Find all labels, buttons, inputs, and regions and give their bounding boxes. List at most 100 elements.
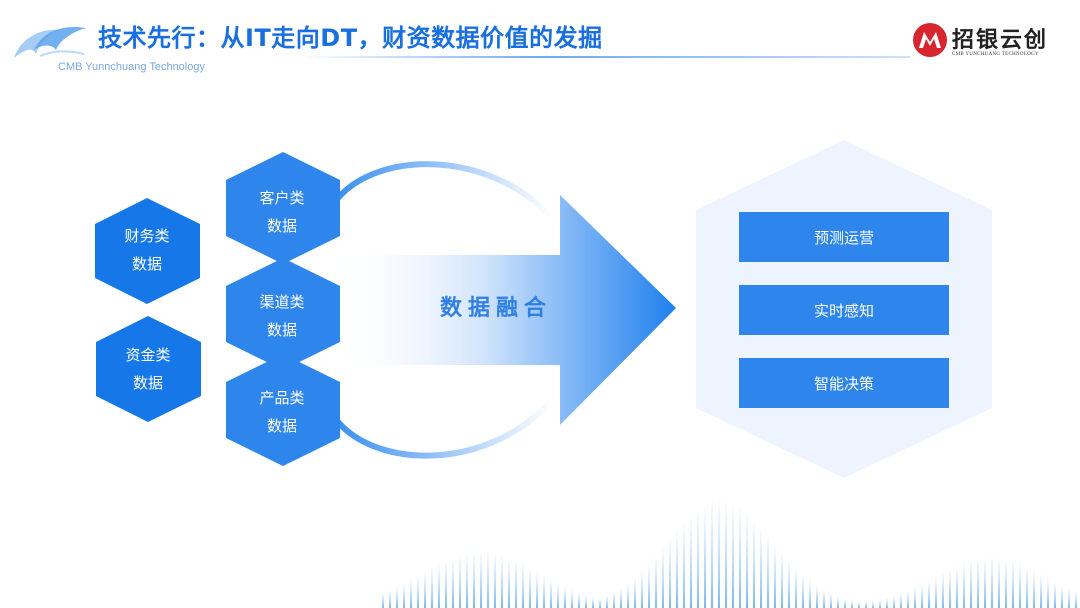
sound-bar	[739, 503, 741, 608]
cmb-logo-icon	[913, 23, 947, 57]
sound-bar	[403, 582, 405, 608]
sound-bar	[844, 598, 846, 608]
sound-bar	[634, 576, 636, 608]
sound-bar	[508, 556, 510, 608]
sound-bar	[1026, 565, 1028, 608]
top-arc	[335, 161, 555, 221]
sound-bar	[613, 591, 615, 608]
hex-channel	[226, 258, 340, 370]
sound-bar	[858, 601, 860, 608]
brand-logo: 招银云创 CMB YUNCHUANG TECHNOLOGY	[912, 22, 1062, 62]
sound-bar	[886, 598, 888, 608]
sound-bar	[970, 558, 972, 608]
sound-bar	[823, 589, 825, 608]
sound-bar	[956, 564, 958, 608]
sound-bar	[683, 520, 685, 608]
sound-bar	[515, 559, 517, 608]
sound-bar	[753, 516, 755, 608]
hex-finance	[95, 198, 200, 304]
sound-bar	[893, 595, 895, 608]
sound-bar	[760, 524, 762, 608]
sound-bar	[606, 594, 608, 608]
output-realtime-perception: 实时感知	[739, 285, 949, 335]
sound-bar	[732, 499, 734, 608]
sound-bar	[935, 576, 937, 608]
sound-bar	[1033, 569, 1035, 608]
sound-bar	[907, 590, 909, 608]
sound-bar	[494, 551, 496, 608]
sound-bar	[543, 575, 545, 608]
sound-bar	[1061, 585, 1063, 608]
sound-bar	[697, 506, 699, 608]
sound-bar	[851, 600, 853, 608]
dolphin-logo-icon	[14, 26, 86, 58]
hex-product	[226, 354, 340, 466]
sound-bar	[564, 586, 566, 608]
sound-bar	[1005, 557, 1007, 608]
sound-bar	[676, 529, 678, 608]
sound-bar	[585, 594, 587, 608]
hex-capital	[96, 316, 201, 422]
sound-bar	[767, 532, 769, 608]
sound-bar	[620, 587, 622, 608]
sound-bar	[382, 592, 384, 608]
sound-bar	[998, 555, 1000, 608]
bottom-arc	[335, 397, 555, 459]
output-smart-decision: 智能决策	[739, 358, 949, 408]
hex-customer-label: 客户类 数据	[259, 189, 305, 235]
sound-bar	[788, 558, 790, 608]
sound-bar	[669, 537, 671, 608]
hex-customer	[226, 152, 340, 264]
sound-bar	[571, 589, 573, 608]
sound-bar	[473, 550, 475, 608]
sound-bar	[1012, 559, 1014, 608]
sound-bar	[452, 556, 454, 608]
sound-bar	[641, 570, 643, 608]
sound-bar	[718, 497, 720, 608]
sound-bar	[459, 553, 461, 608]
output-forecast-operation: 预测运营	[739, 212, 949, 262]
sound-bar	[578, 592, 580, 608]
sound-bar	[781, 550, 783, 608]
sound-bar	[774, 541, 776, 608]
sound-bar	[690, 513, 692, 608]
sound-bar	[865, 601, 867, 608]
sound-bar	[795, 566, 797, 608]
sound-bar	[501, 553, 503, 608]
decorative-sound-bars	[382, 497, 1077, 608]
hex-channel-label: 渠道类 数据	[259, 293, 305, 339]
fusion-arrow	[330, 195, 676, 425]
sound-bar	[942, 572, 944, 608]
sound-bar	[522, 562, 524, 608]
sound-bar	[809, 579, 811, 608]
sound-bar	[1054, 581, 1056, 608]
sound-bar	[550, 578, 552, 608]
sound-bar	[536, 570, 538, 608]
sound-bar	[914, 587, 916, 608]
brand-name: 招银云创	[952, 27, 1049, 53]
sound-bar	[487, 550, 489, 608]
sound-bar	[557, 582, 559, 608]
hex-finance-label: 财务类 数据	[124, 227, 170, 273]
sound-bar	[949, 568, 951, 608]
sound-bar	[431, 566, 433, 608]
sound-bar	[879, 599, 881, 608]
brand-english-name: CMB YUNCHUANG TECHNOLOGY	[952, 52, 1039, 57]
sound-bar	[599, 597, 601, 608]
sound-bar	[396, 586, 398, 608]
sound-bar	[410, 578, 412, 608]
sound-bar	[977, 556, 979, 608]
sound-bar	[592, 596, 594, 608]
sound-bar	[872, 601, 874, 608]
sound-bar	[1040, 573, 1042, 608]
fusion-label: 数据融合	[440, 296, 553, 321]
sound-bar	[725, 497, 727, 608]
page-title: 技术先行：从IT走向DT，财资数据价值的发掘	[98, 24, 603, 52]
sound-bar	[802, 573, 804, 608]
header-divider	[300, 56, 910, 58]
sound-bar	[438, 562, 440, 608]
sound-bar	[648, 562, 650, 608]
page-subtitle: CMB Yunnchuang Technology	[58, 61, 205, 73]
hex-capital-label: 资金类 数据	[125, 346, 171, 392]
sound-bar	[480, 550, 482, 608]
